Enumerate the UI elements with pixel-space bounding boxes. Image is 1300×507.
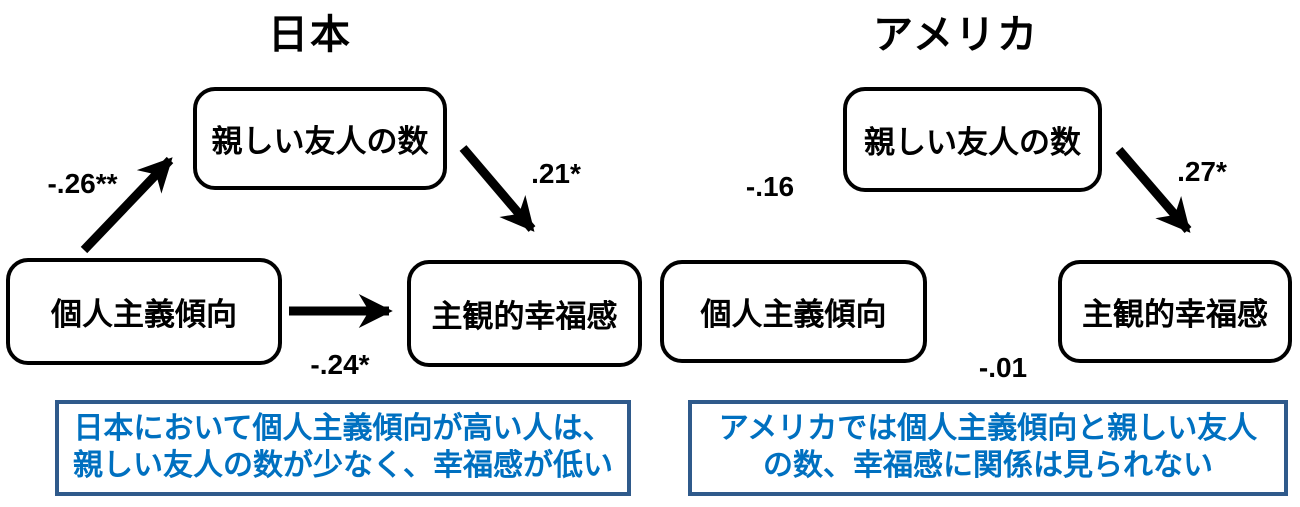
coef-japan-friends-to-wellbeing: .21*	[531, 158, 581, 189]
caption-america-line1: アメリカでは個人主義傾向と親しい友人	[718, 412, 1258, 446]
panel-title-america: アメリカ	[873, 13, 1039, 57]
node-japan-individualism: 個人主義傾向	[6, 258, 282, 365]
node-america-wellbeing-label: 主観的幸福感	[1082, 297, 1268, 332]
node-japan-wellbeing: 主観的幸福感	[407, 260, 642, 367]
coef-america-friends-to-wellbeing: .27*	[1177, 156, 1227, 187]
node-america-individualism-label: 個人主義傾向	[700, 297, 887, 332]
caption-america: アメリカでは個人主義傾向と親しい友人 の数、幸福感に関係は見られない	[688, 400, 1288, 496]
caption-japan-line2: 親しい友人の数が少なく、幸福感が低い	[73, 449, 613, 482]
node-america-close-friends: 親しい友人の数	[843, 87, 1102, 192]
caption-japan-line1: 日本において個人主義傾向が高い人は、	[73, 412, 613, 446]
panel-title-japan: 日本	[268, 13, 352, 57]
node-america-wellbeing: 主観的幸福感	[1058, 260, 1292, 363]
coef-america-individualism-to-friends: -.16	[745, 171, 795, 202]
node-america-individualism: 個人主義傾向	[660, 260, 927, 363]
node-japan-wellbeing-label: 主観的幸福感	[431, 299, 618, 334]
caption-america-line2: の数、幸福感に関係は見られない	[763, 449, 1213, 482]
coef-japan-individualism-to-wellbeing: -.24*	[310, 349, 370, 380]
caption-japan: 日本において個人主義傾向が高い人は、 親しい友人の数が少なく、幸福感が低い	[55, 400, 631, 496]
node-japan-close-friends-label: 親しい友人の数	[211, 124, 429, 159]
node-japan-close-friends: 親しい友人の数	[193, 87, 447, 190]
node-japan-individualism-label: 個人主義傾向	[51, 297, 237, 332]
coef-japan-individualism-to-friends: -.26**	[47, 168, 118, 199]
coef-america-individualism-to-wellbeing: -.01	[978, 352, 1028, 383]
node-america-close-friends-label: 親しい友人の数	[864, 125, 1081, 160]
